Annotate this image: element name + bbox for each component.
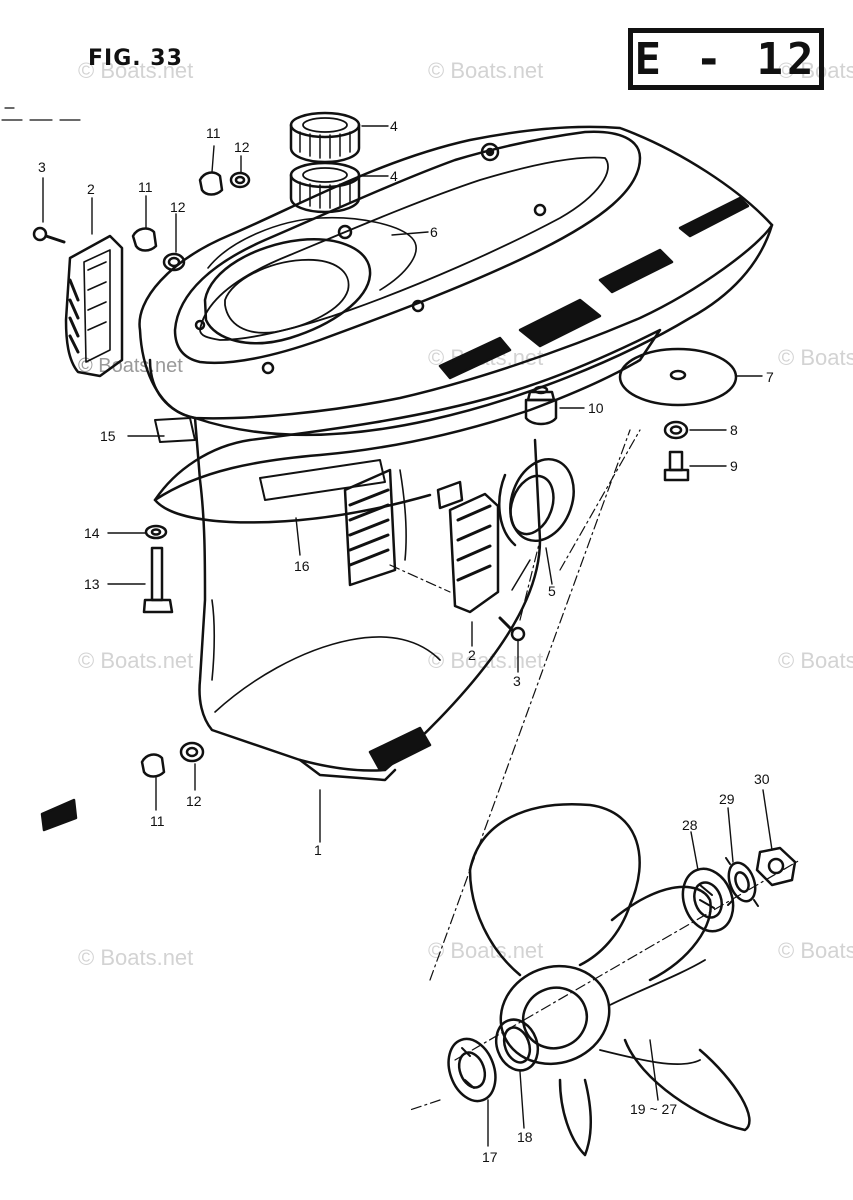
propeller (468, 803, 751, 1157)
callout-19-27: 19 ~ 27 (630, 1101, 678, 1117)
stopper-28 (681, 867, 735, 933)
bearing-upper (289, 111, 361, 164)
bearing-lower (289, 161, 361, 214)
watermark-text: © Boats.net (778, 345, 853, 370)
callout-2: 2 (468, 647, 476, 663)
callout-12: 12 (186, 793, 202, 809)
callout-14: 14 (84, 525, 100, 541)
washer-12-top (229, 171, 251, 189)
gear-case-housing (138, 125, 774, 782)
washer-8 (663, 420, 689, 440)
watermark-text: © Boats.net (78, 648, 194, 673)
assembly-center-lines (389, 429, 801, 1111)
callout-15: 15 (100, 428, 116, 444)
trim-tab-plate-7 (618, 347, 738, 407)
callout-28: 28 (682, 817, 698, 833)
anode-left (64, 234, 124, 378)
screw-right (498, 616, 526, 642)
callout-11: 11 (138, 179, 153, 195)
callout-18: 18 (517, 1129, 533, 1145)
callout-13: 13 (84, 576, 100, 592)
figure-title: FIG. 33 (88, 46, 183, 71)
washer-12-low (179, 741, 205, 763)
callout-9: 9 (730, 458, 738, 474)
watermark-text: © Boats.net (428, 938, 544, 963)
callout-7: 7 (766, 369, 774, 385)
callout-8: 8 (730, 422, 738, 438)
callout-6: 6 (430, 224, 438, 240)
watermark-text: © Boats.net (778, 938, 853, 963)
callout-16: 16 (294, 558, 310, 574)
callout-4: 4 (390, 168, 398, 184)
callout-3: 3 (38, 159, 46, 175)
callout-30: 30 (754, 771, 770, 787)
nut-11-top (198, 171, 224, 196)
bolt-13 (142, 546, 174, 614)
nut-11-mid (131, 227, 158, 252)
callout-12: 12 (170, 199, 186, 215)
watermark-text: © Boats.net (778, 58, 853, 83)
callout-4: 4 (390, 118, 398, 134)
washer-14 (144, 524, 168, 540)
callout-11: 11 (150, 813, 165, 829)
watermark-text: © Boats.net (428, 648, 544, 673)
scan-marks (1, 107, 81, 121)
watermark-text: © Boats.net (78, 945, 194, 970)
callout-29: 29 (719, 791, 735, 807)
watermark-text: © Boats.net (428, 58, 544, 83)
callout-3: 3 (513, 673, 521, 689)
callout-10: 10 (588, 400, 604, 416)
water-intake-grille (343, 468, 397, 587)
cap-10 (524, 385, 558, 426)
seal-housing-5 (498, 457, 575, 591)
figure-reference-box: E - 12 (628, 28, 824, 90)
spacer-18 (494, 1018, 540, 1072)
callout-leader-lines (42, 125, 773, 1147)
callout-12: 12 (234, 139, 250, 155)
washer-12-mid (162, 252, 186, 272)
anode-right (436, 480, 500, 614)
bolt-9 (663, 450, 690, 482)
thrust-hub-17 (447, 1037, 497, 1103)
lock-washer-29 (725, 857, 759, 907)
callout-11: 11 (206, 125, 221, 141)
screw-left (32, 226, 66, 244)
direction-icon (40, 798, 78, 832)
nut-11-low (140, 753, 166, 778)
callout-1: 1 (314, 842, 322, 858)
callout-5: 5 (548, 583, 556, 599)
watermark-text: © Boats.net (78, 58, 194, 83)
watermark-text: © Boats.net (778, 648, 853, 673)
nut-30 (755, 846, 797, 887)
callout-2: 2 (87, 181, 95, 197)
callout-17: 17 (482, 1149, 498, 1165)
